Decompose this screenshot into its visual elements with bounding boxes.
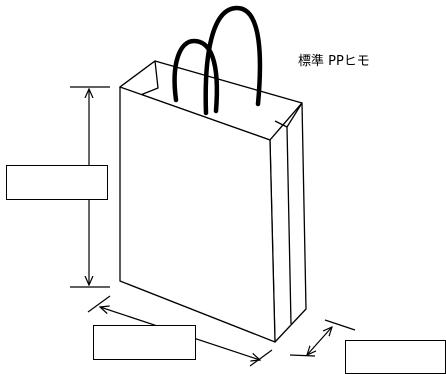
width-value-box[interactable]: [93, 325, 196, 360]
bag-side-panel: [269, 102, 307, 343]
gusset-fold-line: [286, 126, 292, 325]
handle-label: 標準 PPヒモ: [298, 54, 370, 69]
depth-value-box[interactable]: [345, 340, 446, 374]
depth-dimension: [289, 319, 356, 357]
bag-front-panel: [119, 86, 276, 343]
bag-body: [119, 60, 307, 343]
handle-back: [203, 5, 263, 116]
gusset-fold-line-top2: [274, 120, 288, 128]
bag-handles: [172, 5, 263, 116]
height-value-box[interactable]: [6, 165, 108, 200]
gusset-fold-line-top: [286, 102, 303, 128]
handle-front: [172, 38, 220, 114]
